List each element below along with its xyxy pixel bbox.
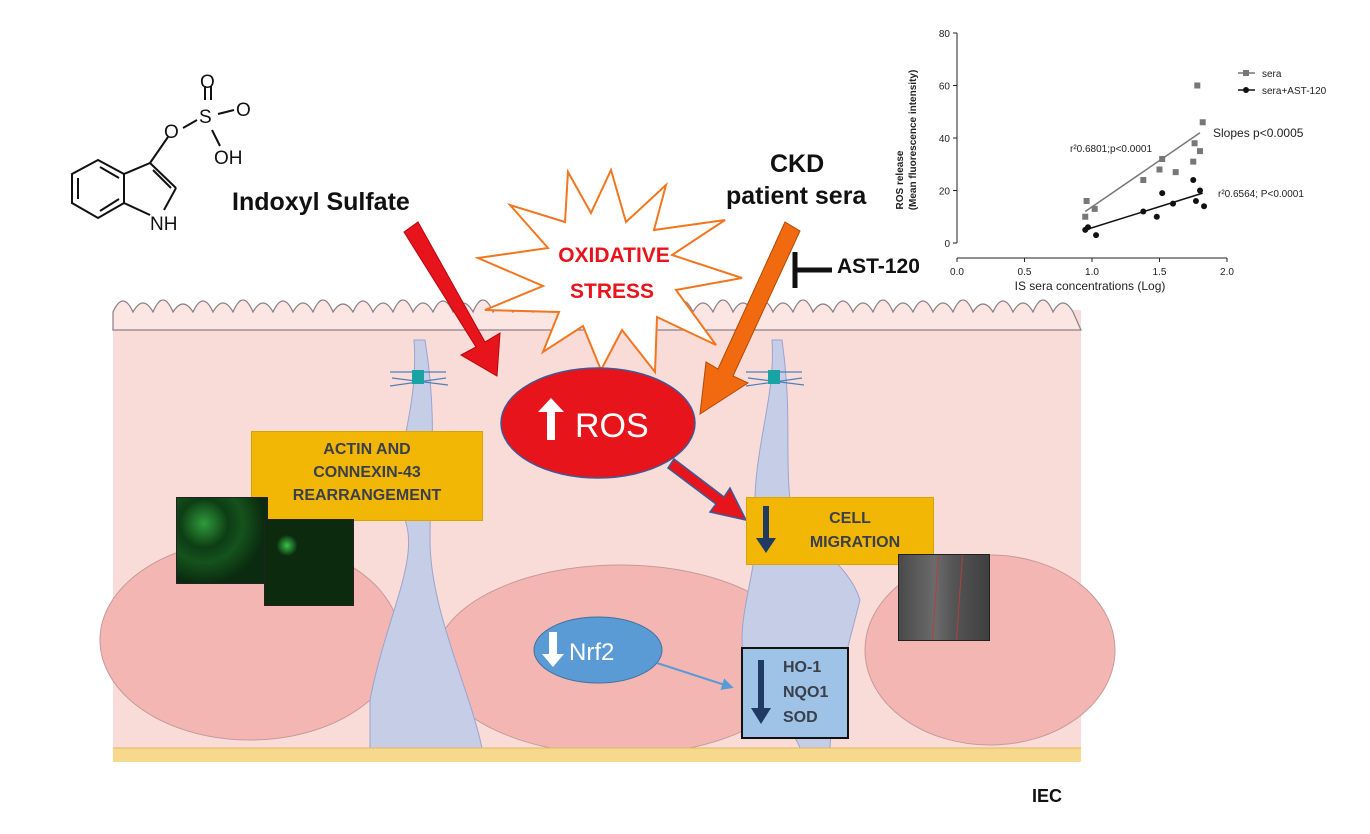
enzyme-sod: SOD: [783, 709, 818, 726]
enzymes-down-arrow-icon: [751, 660, 771, 724]
atom-oh: OH: [214, 148, 243, 169]
migration-micrograph: [898, 554, 990, 641]
ckd-label-line1: CKD: [770, 150, 825, 178]
ros-label: ROS: [575, 407, 649, 445]
connexin-micrograph: [264, 519, 354, 606]
cell-migration-line1: CELL: [829, 510, 871, 527]
data-point-sera-ast120: [1159, 190, 1166, 197]
data-point-sera: [1083, 198, 1090, 204]
annotation-sera-fit: r²0.6801;p<0.0001: [1070, 144, 1152, 155]
atom-o-top: O: [200, 72, 215, 93]
cell-migration-line2: MIGRATION: [809, 534, 901, 551]
cell-migration-box: CELL MIGRATION: [746, 497, 934, 565]
indoxyl-sulfate-label: Indoxyl Sulfate: [232, 188, 410, 216]
ros-release-chart: 0 20 40 60 80 0.0 0.5 1.0 1.5 2.0 ROS release (M…: [895, 29, 1327, 293]
enzyme-nqo1: NQO1: [783, 684, 829, 701]
basement-membrane: [113, 748, 1081, 762]
data-point-sera-ast120: [1170, 200, 1176, 207]
indoxyl-sulfate-structure: [71, 86, 235, 220]
data-point-sera: [1156, 166, 1163, 173]
annotation-ast-fit: r²0.6564; P<0.0001: [1218, 189, 1304, 200]
data-point-sera: [1140, 177, 1147, 183]
ast120-label: AST-120: [837, 255, 920, 278]
down-arrow-icon: [542, 632, 564, 667]
data-point-sera: [1199, 119, 1206, 126]
legend-sera-ast120: sera+AST-120: [1262, 86, 1327, 97]
oxidative-stress-line1: OXIDATIVE: [558, 244, 670, 267]
data-point-sera: [1197, 148, 1203, 155]
atom-nh: NH: [150, 214, 177, 235]
actin-box-line3: REARRANGEMENT: [292, 487, 442, 504]
data-point-sera-ast120: [1201, 203, 1208, 210]
data-point-sera: [1172, 169, 1179, 176]
actin-box-line2: CONNEXIN-43: [313, 464, 421, 481]
data-point-sera-ast120: [1192, 198, 1199, 204]
nrf2-ellipse: [533, 616, 663, 684]
ast120-inhibitor-symbol: [792, 252, 832, 288]
chart-ylabel-line2: (Mean fluorescence intensity): [908, 70, 919, 211]
data-point-sera-ast120: [1093, 232, 1100, 239]
atom-s: S: [199, 107, 212, 128]
data-point-sera-ast120: [1197, 187, 1203, 194]
y-tick-label: 0: [944, 239, 950, 250]
migration-down-arrow-icon: [756, 506, 776, 553]
ckd-sera-arrow: [699, 221, 801, 415]
atom-o-ester: O: [164, 122, 179, 143]
chart-legend: sera sera+AST-120: [1238, 69, 1327, 97]
actin-micrograph: [176, 497, 268, 584]
y-tick-label: 60: [939, 82, 951, 93]
data-point-sera-ast120: [1190, 177, 1197, 183]
data-point-sera-ast120: [1153, 213, 1160, 220]
data-point-sera-ast120: [1140, 208, 1147, 215]
data-point-sera: [1159, 156, 1166, 162]
data-point-sera: [1190, 158, 1197, 165]
data-point-sera: [1091, 205, 1098, 212]
chart-ylabel-line1: ROS release: [895, 150, 906, 209]
x-tick-label: 1.0: [1085, 267, 1099, 278]
atom-o-right: O: [236, 100, 251, 121]
ckd-label-line2: patient sera: [726, 182, 867, 210]
data-point-sera: [1191, 140, 1198, 147]
junction-marker-left: [389, 370, 449, 387]
y-tick-label: 20: [939, 187, 951, 198]
iec-label: IEC: [1032, 786, 1063, 806]
x-tick-label: 0.5: [1018, 267, 1032, 278]
data-point-sera: [1194, 82, 1201, 89]
actin-box-line1: ACTIN AND: [323, 441, 411, 458]
nrf2-to-enzymes-arrow: [656, 662, 734, 690]
actin-connexin-box: ACTIN AND CONNEXIN-43 REARRANGEMENT: [251, 431, 483, 521]
enzyme-ho1: HO-1: [783, 659, 822, 676]
ros-ellipse: [500, 367, 696, 479]
x-tick-label: 2.0: [1220, 267, 1234, 278]
legend-sera: sera: [1262, 69, 1282, 80]
y-tick-label: 80: [939, 29, 951, 40]
x-tick-label: 1.5: [1153, 267, 1167, 278]
chart-xlabel: IS sera concentrations (Log): [1015, 279, 1166, 293]
oxidative-stress-line2: STRESS: [570, 280, 654, 303]
data-point-sera: [1082, 213, 1089, 220]
indoxyl-sulfate-arrow: [403, 221, 501, 377]
nrf2-label: Nrf2: [569, 639, 614, 666]
junction-marker-right: [745, 370, 805, 387]
fit-line-sera: [1084, 132, 1201, 213]
up-arrow-icon: [538, 398, 564, 440]
y-tick-label: 40: [939, 134, 951, 145]
ros-to-migration-arrow: [666, 457, 748, 522]
data-point-sera-ast120: [1084, 224, 1091, 231]
x-tick-label: 0.0: [950, 267, 964, 278]
annotation-slopes: Slopes p<0.0005: [1213, 126, 1304, 140]
